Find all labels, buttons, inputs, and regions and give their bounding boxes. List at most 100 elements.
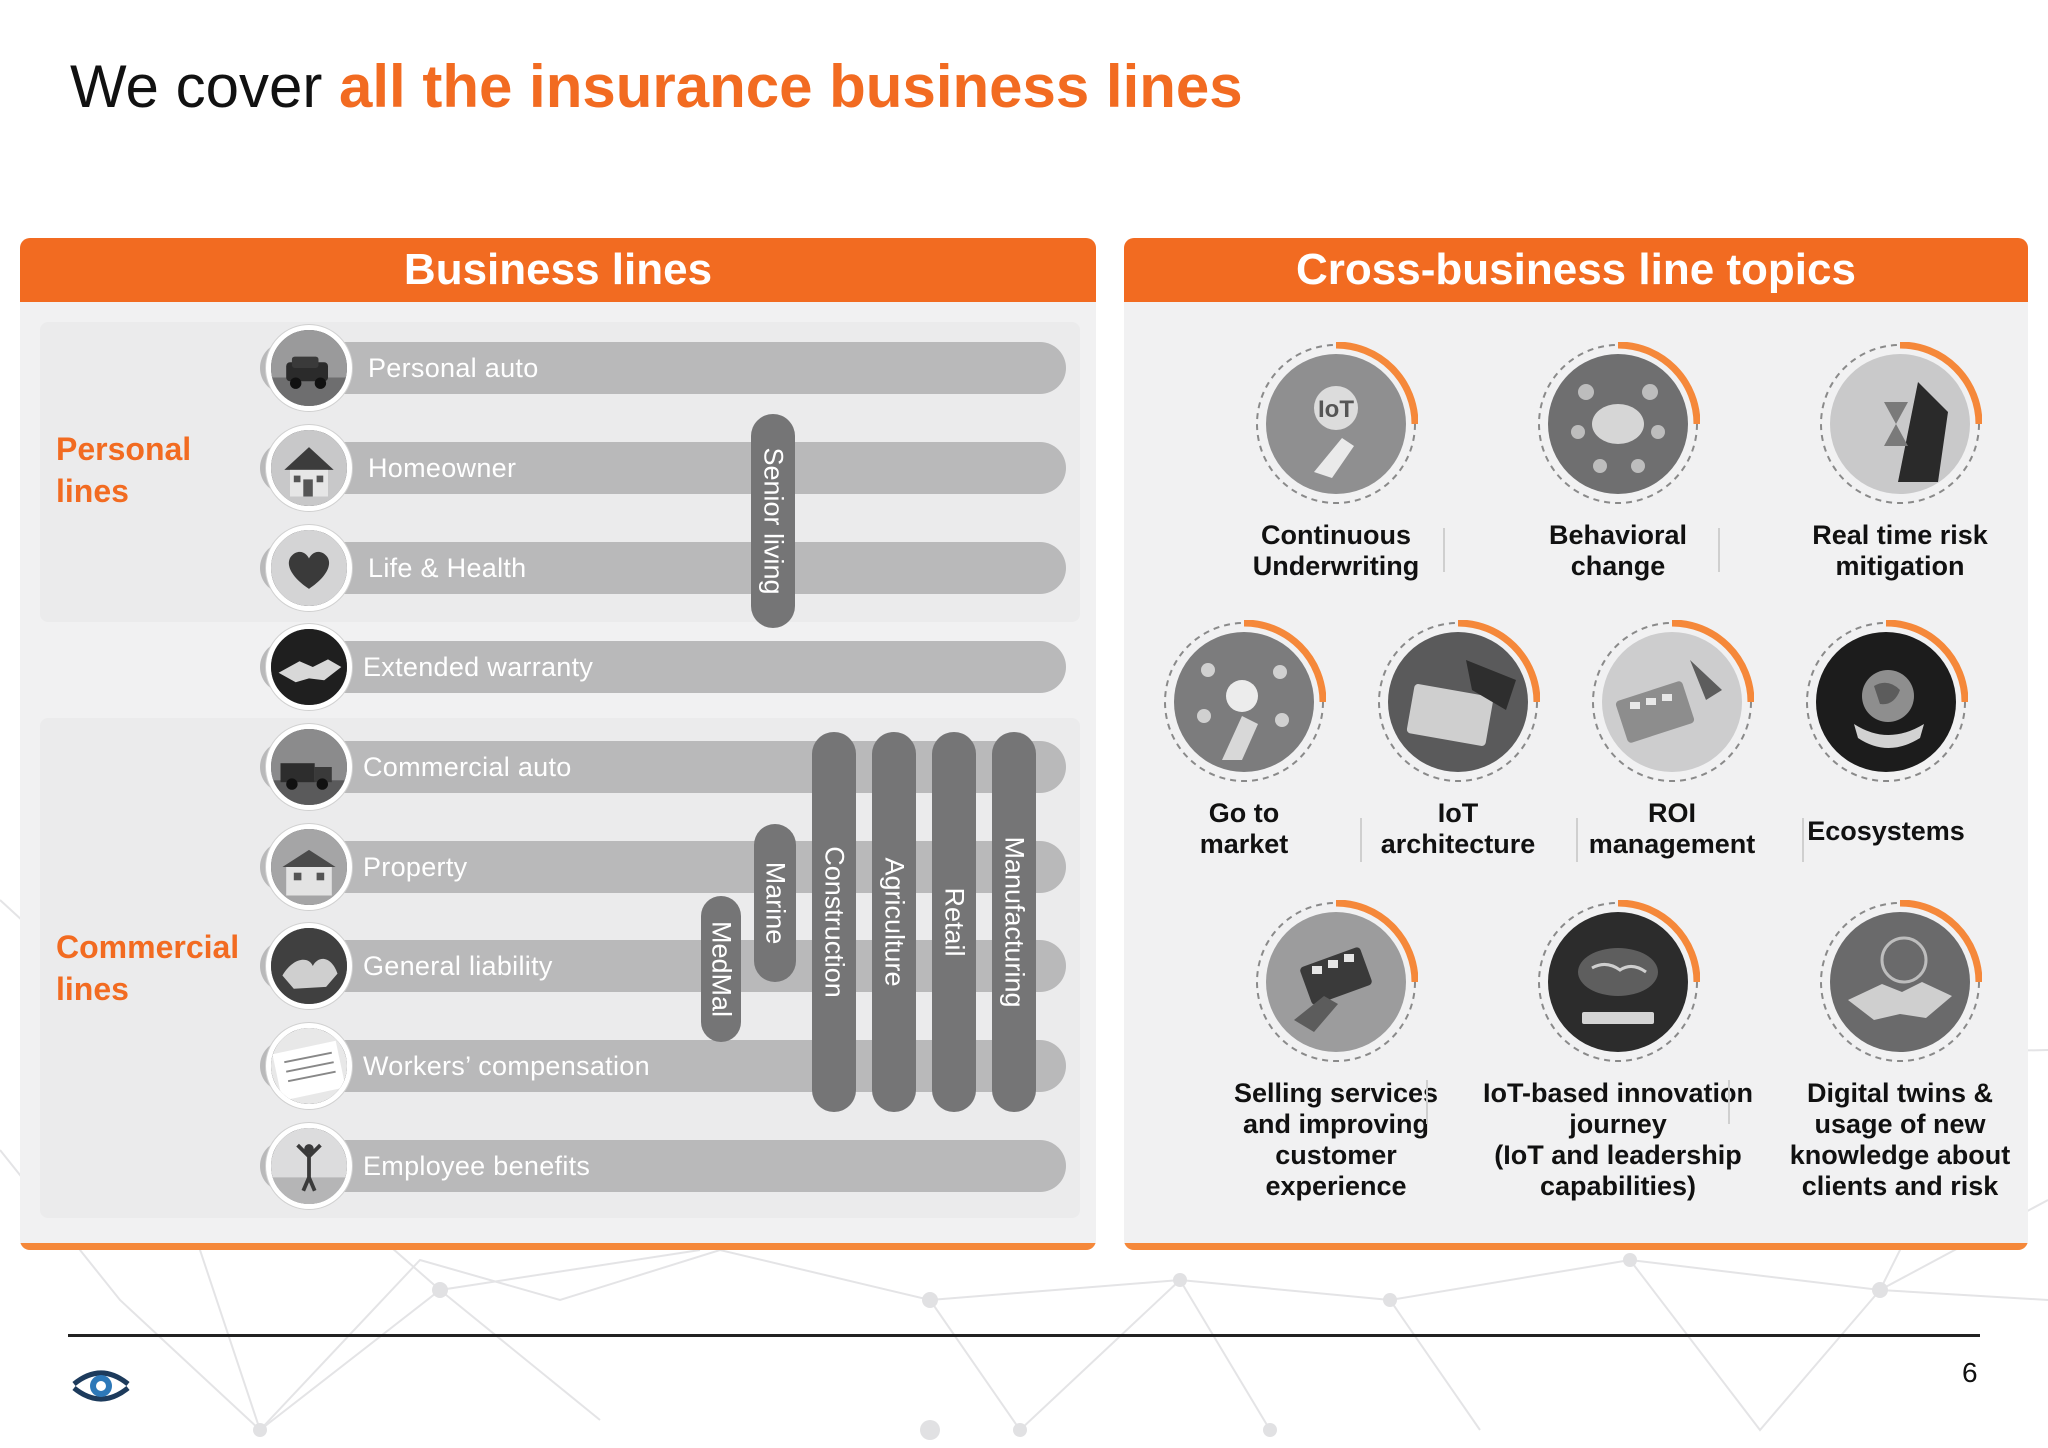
company-logo-icon [68, 1354, 134, 1414]
business-line-general-liability: General liability [260, 940, 1066, 992]
business-line-label: Personal auto [368, 353, 539, 383]
page-number: 6 [1962, 1357, 1978, 1388]
group-label-line: lines [56, 473, 129, 509]
topic-label-line: (IoT and leadership [1494, 1140, 1742, 1170]
business-line-extended-warranty: Extended warranty [260, 641, 1066, 693]
topic-label-line: and improving [1242, 1109, 1429, 1139]
business-line-label: General liability [363, 951, 553, 981]
vertical-marine: Marine [754, 824, 796, 982]
vertical-construction: Construction [812, 732, 856, 1112]
group-label-line: lines [56, 971, 129, 1007]
vertical-label: Marine [760, 861, 791, 945]
topic-separator [1802, 818, 1804, 862]
group-label-line: Commercial [56, 929, 240, 965]
business-line-property: Property [260, 841, 1066, 893]
business-line-employee-benefits: Employee benefits [260, 1140, 1066, 1192]
topic-separator [1426, 1080, 1428, 1124]
hands-icon [266, 923, 352, 1009]
topic-separator [1576, 818, 1578, 862]
globe-hand-icon [1804, 620, 1968, 784]
vertical-label: Agriculture [879, 857, 910, 987]
tablet-hand-icon [1376, 620, 1540, 784]
business-line-label: Extended warranty [363, 652, 594, 682]
heart-icon [266, 525, 352, 611]
business-line-label: Property [363, 852, 468, 882]
handshake-digital-icon [1818, 900, 1982, 1064]
vertical-manufacturing: Manufacturing [992, 732, 1036, 1112]
topic-separator [1443, 528, 1445, 572]
topic-label-line: market [1199, 829, 1289, 859]
topic-label-line: Continuous [1261, 520, 1411, 550]
footer-divider [68, 1334, 1980, 1337]
page-title: We cover all the insurance business line… [70, 52, 1243, 121]
business-line-label: Commercial auto [363, 752, 572, 782]
topic-label-line: Behavioral [1548, 520, 1688, 550]
vertical-senior-living: Senior living [751, 414, 795, 628]
business-line-label: Homeowner [368, 453, 517, 483]
calculator-icon [1590, 620, 1754, 784]
topic-label-line: Go to [1208, 798, 1280, 828]
topic-label-line: capabilities) [1539, 1171, 1697, 1201]
group-label-line: Personal [56, 431, 192, 467]
cross-business-topics-panel: Cross-business line topics IoT Continuou… [1124, 238, 2028, 1250]
personal-lines-label: Personal lines [56, 428, 256, 512]
truck-icon [266, 724, 352, 810]
yoga-icon [266, 1123, 352, 1209]
business-line-label: Life & Health [368, 553, 527, 583]
topic-label-line: Digital twins & [1806, 1078, 1993, 1108]
business-line-commercial-auto: Commercial auto [260, 741, 1066, 793]
building-icon [266, 824, 352, 910]
hourglass-icon [1818, 342, 1982, 506]
svg-text:IoT: IoT [1318, 396, 1354, 423]
topic-separator [1728, 1080, 1730, 1124]
car-icon [266, 325, 352, 411]
world-laptop-icon [1536, 900, 1700, 1064]
vertical-agriculture: Agriculture [872, 732, 916, 1112]
business-lines-header: Business lines [20, 238, 1096, 302]
topic-label-line: mitigation [1835, 551, 1965, 581]
topic-label-line: management [1588, 829, 1756, 859]
network-bulb-icon [1162, 620, 1326, 784]
business-lines-panel: Business lines Personal lines Commercial… [20, 238, 1096, 1250]
topic-label-line: Ecosystems [1807, 816, 1965, 846]
business-line-personal-auto: Personal auto [260, 342, 1066, 394]
house-icon [266, 425, 352, 511]
vertical-retail: Retail [932, 732, 976, 1112]
title-accent-text: all the insurance business lines [338, 53, 1243, 120]
business-line-workers-compensation: Workers’ compensation [260, 1040, 1066, 1092]
vertical-label: Construction [819, 846, 850, 998]
topic-label-line: ROI [1647, 798, 1696, 828]
topic-label-line: experience [1265, 1171, 1407, 1201]
topic-label-line: Selling services [1233, 1078, 1439, 1108]
title-plain-text: We cover [70, 53, 339, 120]
document-icon [266, 1023, 352, 1109]
phone-apps-icon [1254, 900, 1418, 1064]
vertical-label: MedMal [706, 920, 737, 1018]
topic-label-line: usage of new [1814, 1109, 1986, 1139]
business-line-homeowner: Homeowner [260, 442, 1066, 494]
topic-label-line: IoT [1437, 798, 1479, 828]
business-line-life-health: Life & Health [260, 542, 1066, 594]
topic-label-line: journey [1569, 1109, 1667, 1139]
topic-label-line: IoT-based innovation [1482, 1078, 1753, 1108]
topic-label-line: clients and risk [1801, 1171, 1999, 1201]
business-line-label: Employee benefits [363, 1151, 591, 1181]
business-line-label: Workers’ compensation [363, 1051, 650, 1081]
topic-label-line: Real time risk [1812, 520, 1988, 550]
